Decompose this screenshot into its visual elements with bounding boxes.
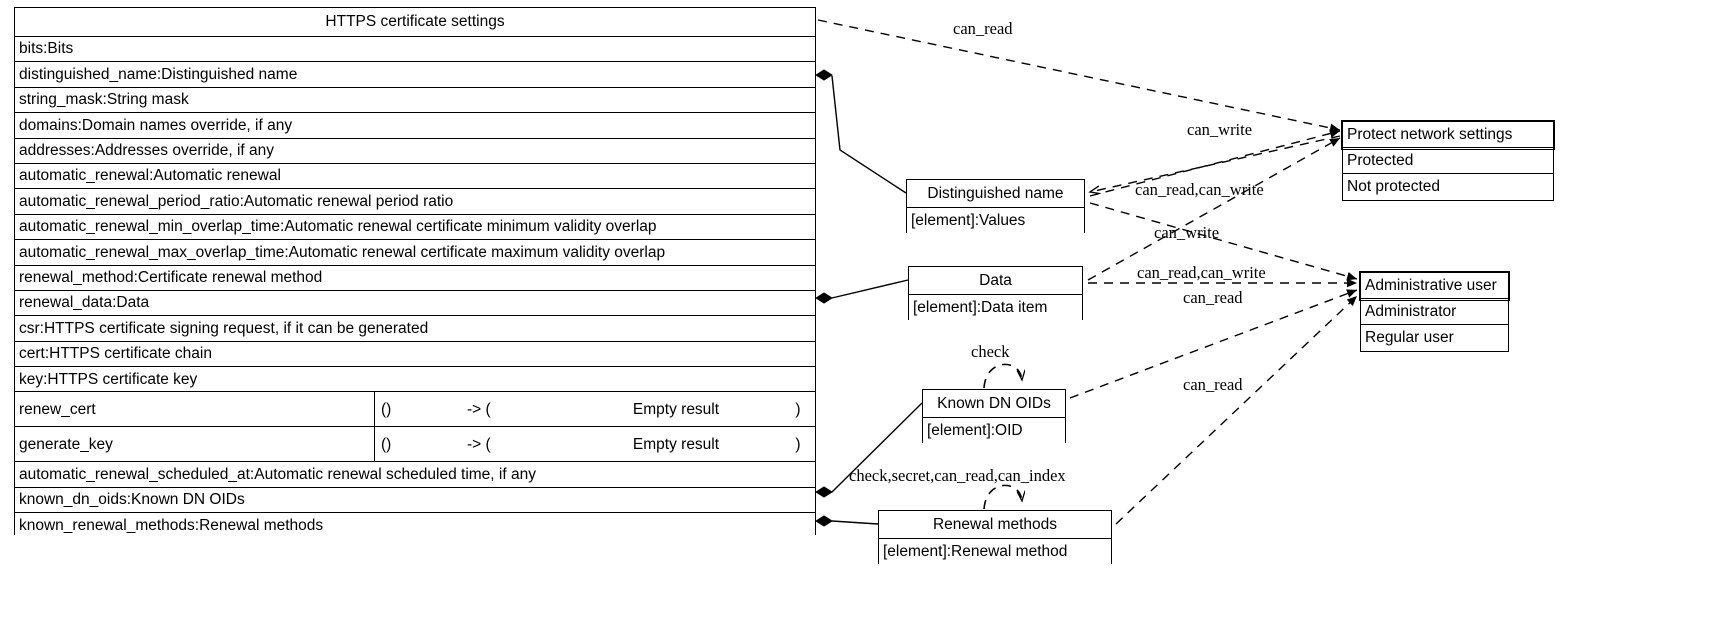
class-title: Data — [909, 267, 1082, 295]
edge-label-can-write: can_write — [1154, 223, 1220, 242]
method-row: renew_cert () -> ( Empty result ) — [15, 392, 815, 428]
attribute-row: distinguished_name:Distinguished name — [15, 62, 815, 88]
class-renewal-methods[interactable]: Renewal methods [element]:Renewal method — [878, 510, 1112, 565]
dependency-links — [817, 19, 1379, 525]
method-name: generate_key — [15, 427, 375, 462]
class-known-dn-oids[interactable]: Known DN OIDs [element]:OID — [922, 389, 1066, 444]
method-signature: () -> ( Empty result ) — [375, 392, 815, 426]
edge-label-can-read-can-write: can_read,can_write — [1137, 263, 1266, 282]
attribute-row: domains:Domain names override, if any — [15, 113, 815, 139]
method-row: generate_key () -> ( Empty result ) — [15, 427, 815, 463]
class-data[interactable]: Data [element]:Data item — [908, 266, 1083, 321]
attribute-row: [element]:Values — [907, 208, 1084, 234]
class-title: Administrative user — [1359, 271, 1510, 301]
class-protect-network-settings[interactable]: Protect network settings Protected Not p… — [1341, 120, 1555, 201]
attribute-row: automatic_renewal_period_ratio:Automatic… — [15, 189, 815, 215]
enum-value-row: Regular user — [1361, 325, 1508, 351]
method-close-paren: ) — [795, 400, 801, 418]
method-arrow: -> ( — [467, 400, 491, 418]
attribute-row: [element]:Renewal method — [879, 539, 1111, 565]
method-args: () — [381, 435, 392, 453]
attribute-row: renewal_method:Certificate renewal metho… — [15, 265, 815, 291]
class-distinguished-name[interactable]: Distinguished name [element]:Values — [906, 179, 1085, 234]
attribute-row: automatic_renewal_max_overlap_time:Autom… — [15, 240, 815, 266]
attribute-row: known_dn_oids:Known DN OIDs — [15, 487, 815, 514]
edge-label-can-read: can_read — [1183, 375, 1243, 394]
class-title: HTTPS certificate settings — [15, 8, 815, 37]
method-name: renew_cert — [15, 392, 375, 427]
attribute-row: automatic_renewal_scheduled_at:Automatic… — [15, 462, 815, 488]
attribute-row: [element]:OID — [923, 418, 1065, 444]
class-https-certificate-settings[interactable]: HTTPS certificate settings bits:Bits dis… — [14, 7, 816, 539]
attribute-row: csr:HTTPS certificate signing request, i… — [15, 316, 815, 342]
attribute-row: [element]:Data item — [909, 295, 1082, 321]
edge-label-can-write: can_write — [1187, 120, 1253, 139]
method-args: () — [381, 400, 392, 418]
class-title: Known DN OIDs — [923, 390, 1065, 418]
method-signature: () -> ( Empty result ) — [375, 427, 815, 461]
class-title: Renewal methods — [879, 511, 1111, 539]
edge-label-can-read: can_read — [1183, 288, 1243, 307]
class-title: Protect network settings — [1341, 120, 1555, 150]
enum-value-row: Protected — [1343, 148, 1553, 174]
attribute-row: renewal_data:Data — [15, 290, 815, 317]
attribute-row: automatic_renewal:Automatic renewal — [15, 163, 815, 190]
method-close-paren: ) — [795, 435, 801, 453]
attribute-row: cert:HTTPS certificate chain — [15, 341, 815, 368]
enum-value-row: Administrator — [1361, 299, 1508, 325]
edge-label-check-secret-can-read-can-index: check,secret,can_read,can_index — [849, 466, 1066, 485]
method-arrow: -> ( — [467, 435, 491, 453]
edge-label-can-read: can_read — [953, 19, 1013, 38]
edge-label-check: check — [971, 342, 1010, 361]
attribute-row: addresses:Addresses override, if any — [15, 138, 815, 164]
attribute-row: bits:Bits — [15, 37, 815, 63]
class-title: Distinguished name — [907, 180, 1084, 208]
class-administrative-user[interactable]: Administrative user Administrator Regula… — [1359, 271, 1510, 352]
composition-diamonds — [815, 69, 833, 527]
attribute-row: key:HTTPS certificate key — [15, 367, 815, 393]
method-return: Empty result — [632, 435, 720, 453]
edge-label-can-read-can-write: can_read,can_write — [1135, 180, 1264, 199]
attribute-row: automatic_renewal_min_overlap_time:Autom… — [15, 214, 815, 241]
enum-value-row: Not protected — [1343, 174, 1553, 200]
method-return: Empty result — [632, 400, 720, 418]
attribute-row: string_mask:String mask — [15, 87, 815, 114]
attribute-row: known_renewal_methods:Renewal methods — [15, 513, 815, 539]
